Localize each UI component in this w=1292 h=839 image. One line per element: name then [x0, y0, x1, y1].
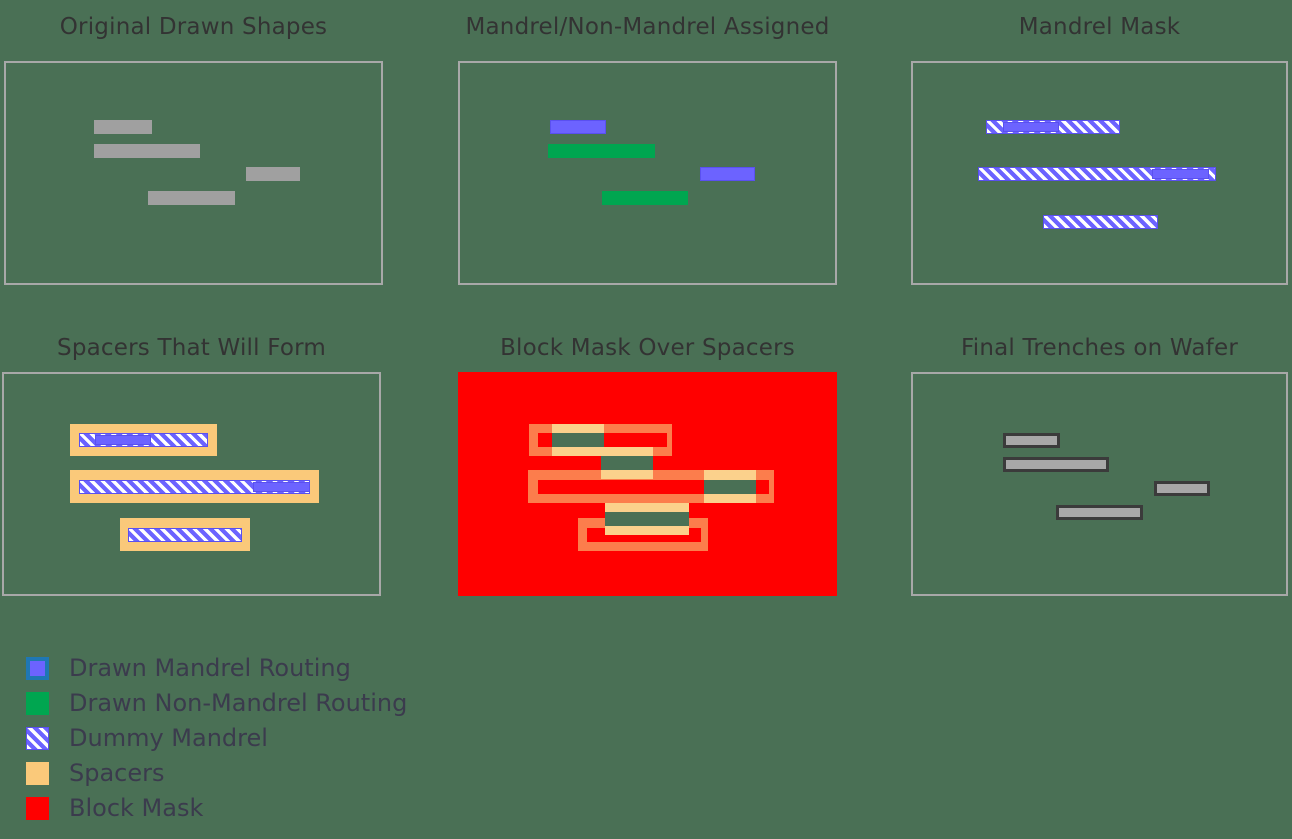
legend-label-1: Drawn Non-Mandrel Routing [69, 689, 408, 717]
drawn-mandrel-rect [1003, 122, 1059, 132]
drawn-mandrel-rect [550, 120, 606, 134]
panel-title-original-drawn-shapes: Original Drawn Shapes [59, 14, 328, 40]
spacers-swatch [26, 761, 49, 785]
legend-item-0: Drawn Mandrel Routing [26, 654, 351, 682]
mandrel-swatch [26, 656, 49, 680]
dummy-mandrel-swatch [26, 726, 49, 750]
drawn-shape-rect [148, 191, 235, 205]
panel-frame-final-trenches [911, 372, 1288, 596]
block-mask-cut-rect [552, 433, 604, 447]
legend-item-1: Drawn Non-Mandrel Routing [26, 689, 407, 717]
final-trench-rect [1056, 505, 1143, 520]
panel-frame-original-drawn-shapes [4, 61, 383, 285]
final-trench-rect [1003, 433, 1060, 448]
drawn-non-mandrel-rect [602, 191, 688, 205]
legend-label-4: Block Mask [69, 794, 204, 822]
drawn-mandrel-rect [253, 482, 310, 492]
panel-title-final-trenches: Final Trenches on Wafer [961, 335, 1238, 361]
panel-frame-spacers-that-will-form [2, 372, 381, 596]
panel-frame-mandrel-assigned [458, 61, 837, 285]
block-mask-cut-rect [704, 480, 756, 494]
drawn-shape-rect [94, 144, 200, 158]
panel-title-block-mask-over-spacers: Block Mask Over Spacers [500, 335, 795, 361]
panel-title-spacers-that-will-form: Spacers That Will Form [57, 335, 326, 361]
non-mandrel-swatch [26, 691, 49, 715]
final-trench-rect [1154, 481, 1210, 496]
block-mask-cut-rect [601, 456, 653, 470]
panel-title-mandrel-mask: Mandrel Mask [1018, 14, 1181, 40]
final-trench-rect [1003, 457, 1109, 472]
legend-label-0: Drawn Mandrel Routing [69, 654, 351, 682]
legend-item-4: Block Mask [26, 794, 203, 822]
legend-item-2: Dummy Mandrel [26, 724, 268, 752]
dummy-mandrel-rect [1043, 215, 1158, 229]
block-mask-swatch [26, 796, 49, 820]
drawn-non-mandrel-rect [548, 144, 655, 158]
drawn-shape-rect [94, 120, 152, 134]
dummy-mandrel-rect [128, 528, 242, 542]
drawn-shape-rect [246, 167, 300, 181]
drawn-mandrel-rect [700, 167, 755, 181]
legend-label-3: Spacers [69, 759, 165, 787]
block-mask-cut-rect [605, 512, 689, 526]
dummy-mandrel-rect [79, 480, 310, 494]
panel-title-mandrel-assigned: Mandrel/Non-Mandrel Assigned [465, 14, 830, 40]
legend-label-2: Dummy Mandrel [69, 724, 268, 752]
drawn-mandrel-rect [95, 435, 151, 445]
panel-frame-mandrel-mask [911, 61, 1288, 285]
legend-item-3: Spacers [26, 759, 165, 787]
drawn-mandrel-rect [1152, 169, 1209, 179]
